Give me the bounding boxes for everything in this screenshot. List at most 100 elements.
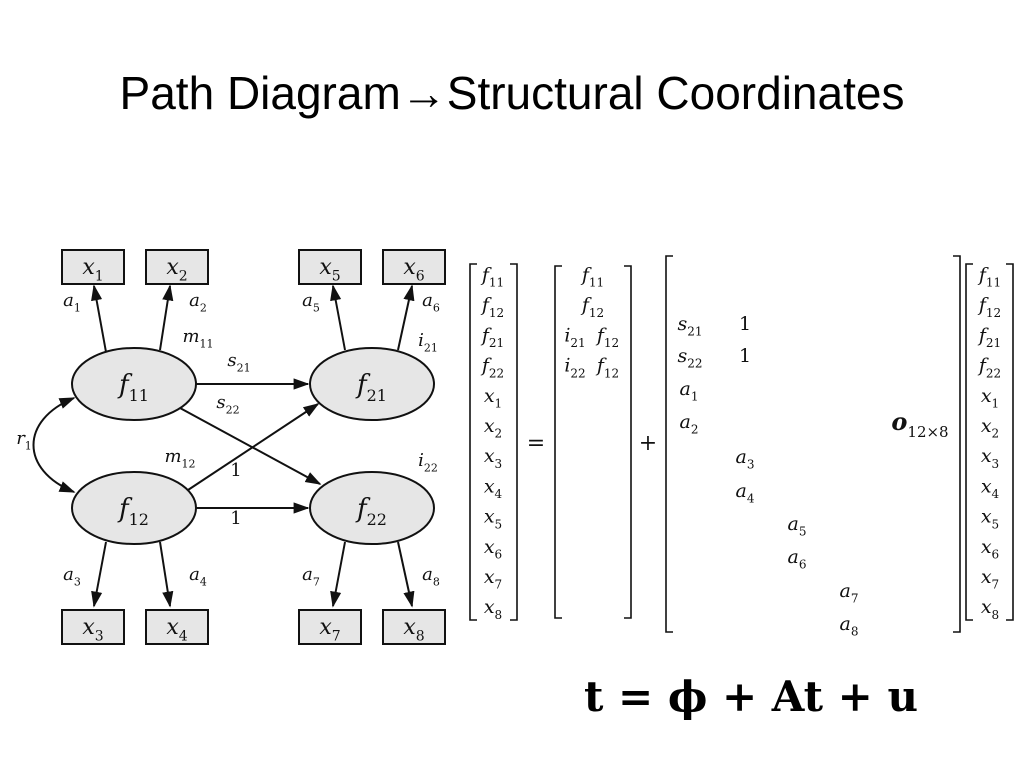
- t-entry-x2: x2: [484, 415, 502, 441]
- A-entry-a2-5: a2: [680, 411, 699, 437]
- node-box-x5: [298, 249, 362, 285]
- node-label-x6: x6: [403, 255, 424, 285]
- t-entry-x8: x8: [484, 596, 502, 622]
- node-label-x7: x7: [319, 615, 340, 645]
- t-entry-x4: x4: [484, 475, 503, 501]
- node-label-x2: x2: [166, 255, 187, 285]
- path-label-a2-1: a2: [189, 290, 207, 314]
- path-label-a8-16: a8: [422, 564, 440, 588]
- node-label-x3: x3: [82, 615, 103, 645]
- phi-entry-f12-product: f12: [595, 324, 619, 350]
- A-entry-a1-4: a1: [680, 378, 699, 404]
- A-entry-a6-9: a6: [788, 546, 807, 572]
- t-entry-f22: f22: [480, 355, 504, 381]
- t-vector-rhs-right-bracket: [1006, 263, 1014, 621]
- A-entry-a8-11: a8: [840, 613, 859, 639]
- path-label-a6-3: a6: [422, 290, 440, 314]
- path-label-r1-8: r1: [16, 428, 32, 452]
- slide-title: Path Diagram→Structural Coordinates: [119, 67, 905, 119]
- t-rhs-entry-x8: x8: [981, 596, 999, 622]
- edge-f11-x2: [159, 284, 174, 351]
- A-entry-a3-6: a3: [736, 446, 755, 472]
- t-rhs-entry-f11: f11: [977, 264, 1001, 290]
- path-label-m11-4: m11: [182, 326, 213, 350]
- t-entry-f12: f12: [480, 294, 504, 320]
- node-box-x6: [382, 249, 446, 285]
- model-equation: t = ϕ + At + u: [584, 672, 919, 721]
- t-rhs-entry-x5: x5: [981, 506, 999, 532]
- A-entry-a7-10: a7: [840, 580, 859, 606]
- A-entry-a5-8: a5: [788, 513, 807, 539]
- node-box-x3: [61, 609, 125, 645]
- equals-sign: =: [527, 431, 545, 456]
- A-matrix-right-bracket: [953, 255, 961, 633]
- node-ellipse-f12: [71, 471, 197, 545]
- node-box-x4: [145, 609, 209, 645]
- t-vector-left-bracket: [469, 263, 477, 621]
- t-rhs-entry-f12: f12: [977, 294, 1001, 320]
- A-matrix-left-bracket: [665, 255, 673, 633]
- t-rhs-entry-x4: x4: [981, 475, 1000, 501]
- node-box-x1: [61, 249, 125, 285]
- node-label-x8: x8: [403, 615, 424, 645]
- path-label-s22-7: s22: [216, 392, 239, 416]
- phi-vector-right-bracket: [624, 265, 632, 619]
- A-zero-block: o12×8: [891, 407, 948, 441]
- phi-entry-f12-product: f12: [595, 355, 619, 381]
- path-label-1-11: 1: [230, 460, 241, 481]
- t-entry-x6: x6: [484, 536, 502, 562]
- edge-f12-f11: [32, 397, 76, 493]
- edge-f11-x1: [91, 284, 107, 353]
- path-label-i22-10: i22: [418, 450, 438, 474]
- A-entry-s21-0: s21: [677, 313, 702, 339]
- path-label-m12-9: m12: [164, 446, 195, 470]
- path-label-i21-5: i21: [418, 330, 438, 354]
- edge-f21-x6: [397, 284, 415, 351]
- edge-f12-x4: [159, 541, 174, 608]
- t-entry-x3: x3: [484, 445, 502, 471]
- A-entry-1-3: 1: [739, 345, 751, 367]
- phi-entry-i22: i22: [564, 355, 585, 381]
- path-label-1-12: 1: [230, 508, 241, 529]
- t-entry-f21: f21: [480, 324, 504, 350]
- path-label-a3-13: a3: [63, 564, 81, 588]
- edge-f11-f22: [179, 407, 322, 485]
- t-entry-x7: x7: [484, 566, 502, 592]
- t-rhs-entry-x6: x6: [981, 536, 999, 562]
- A-entry-1-1: 1: [739, 313, 751, 335]
- node-ellipse-f21: [309, 347, 435, 421]
- node-box-x8: [382, 609, 446, 645]
- phi-entry-f12: f12: [580, 294, 604, 320]
- t-rhs-entry-x1: x1: [981, 385, 999, 411]
- edge-f22-x8: [397, 541, 415, 608]
- path-label-a1-0: a1: [63, 290, 81, 314]
- t-rhs-entry-x2: x2: [981, 415, 999, 441]
- edge-f12-f21: [187, 403, 320, 491]
- phi-vector-left-bracket: [554, 265, 562, 619]
- t-rhs-entry-x3: x3: [981, 445, 999, 471]
- phi-entry-f11: f11: [580, 264, 604, 290]
- node-label-x4: x4: [166, 615, 187, 645]
- edge-f12-x3: [91, 541, 107, 608]
- node-box-x2: [145, 249, 209, 285]
- node-label-x5: x5: [319, 255, 340, 285]
- path-label-a4-14: a4: [189, 564, 207, 588]
- t-rhs-entry-x7: x7: [981, 566, 999, 592]
- t-entry-x5: x5: [484, 506, 502, 532]
- t-vector-rhs-left-bracket: [965, 263, 973, 621]
- node-ellipse-f11: [71, 347, 197, 421]
- phi-entry-i21: i21: [564, 324, 585, 350]
- A-entry-s22-2: s22: [677, 345, 702, 371]
- plus-sign: +: [639, 431, 657, 456]
- edge-f21-x5: [330, 284, 346, 351]
- edge-f22-x7: [330, 541, 346, 608]
- path-label-a7-15: a7: [302, 564, 320, 588]
- t-rhs-entry-f22: f22: [977, 355, 1001, 381]
- t-entry-f11: f11: [480, 264, 504, 290]
- node-box-x7: [298, 609, 362, 645]
- path-label-a5-2: a5: [302, 290, 320, 314]
- A-entry-a4-7: a4: [736, 480, 755, 506]
- path-label-s21-6: s21: [227, 350, 250, 374]
